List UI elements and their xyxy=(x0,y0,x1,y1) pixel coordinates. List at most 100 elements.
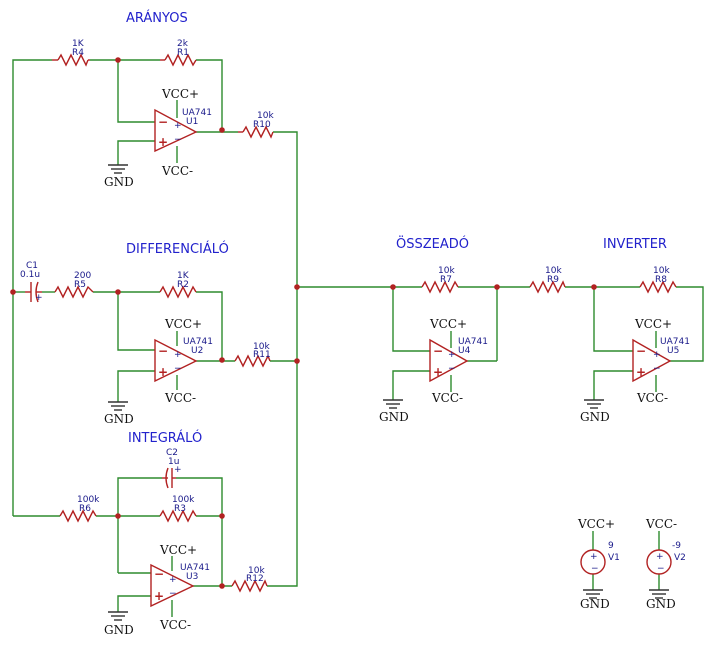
resistor-r12: 10k R12 xyxy=(231,566,268,593)
opamp-supply-minus-sign: − xyxy=(653,364,661,374)
resistor-value: 2k xyxy=(177,39,189,49)
resistor-value: 10k xyxy=(253,342,270,352)
resistor-r6: 100k R6 xyxy=(59,495,100,523)
opamp-u2: − + + − UA741 U2 VCC+ VCC- xyxy=(154,317,213,405)
resistor-r4: 1K R4 xyxy=(52,39,90,67)
source-plus-sign: + xyxy=(656,552,664,562)
junction-dot xyxy=(219,513,225,519)
capacitor-value: 0.1u xyxy=(20,270,40,280)
resistor-value: 200 xyxy=(74,271,91,281)
opamp-supply-minus-sign: − xyxy=(174,364,182,374)
resistor-r10: 10k R10 xyxy=(238,111,274,139)
opamp-model: UA741 xyxy=(182,108,212,118)
resistor-value: 10k xyxy=(257,111,274,121)
resistor-ref: R6 xyxy=(79,504,91,514)
capacitor-c2: + C2 1u xyxy=(162,448,182,489)
capacitor-ref: C2 xyxy=(166,448,178,458)
vcc-minus-label: VCC- xyxy=(636,391,668,405)
resistor-ref: R2 xyxy=(177,280,189,290)
opamp-ref: U2 xyxy=(191,346,203,356)
opamp-supply-minus-sign: − xyxy=(448,364,456,374)
resistor-value: 1K xyxy=(177,271,190,281)
noninverting-input-sign: + xyxy=(154,589,164,603)
resistor-ref: R3 xyxy=(174,504,186,514)
opamp-ref: U3 xyxy=(186,572,198,582)
resistor-ref: R5 xyxy=(74,280,86,290)
vcc-minus-label: VCC- xyxy=(431,391,463,405)
vcc-minus-label: VCC- xyxy=(161,164,193,178)
vcc-minus-label: VCC- xyxy=(159,618,191,632)
vcc-plus-label: VCC+ xyxy=(161,87,199,101)
ground-symbol-u3: GND xyxy=(104,611,134,637)
resistor-ref: R10 xyxy=(253,120,271,130)
gnd-label: GND xyxy=(104,412,134,426)
source-value: -9 xyxy=(672,541,681,551)
section-title-aranyos: ARÁNYOS xyxy=(126,10,188,26)
resistor-value: 100k xyxy=(172,495,195,505)
opamp-ref: U5 xyxy=(667,346,679,356)
opamp-supply-plus-sign: + xyxy=(448,350,456,360)
resistor-r3: 100k R3 xyxy=(159,495,197,523)
source-minus-sign: − xyxy=(657,564,665,574)
junction-dot xyxy=(115,513,121,519)
inverting-input-sign: − xyxy=(154,567,164,581)
source-ref: V2 xyxy=(674,553,686,563)
noninverting-input-sign: + xyxy=(433,365,443,379)
gnd-label: GND xyxy=(104,623,134,637)
inverting-input-sign: − xyxy=(636,344,646,358)
gnd-label: GND xyxy=(580,410,610,424)
resistor-value: 10k xyxy=(248,566,265,576)
opamp-supply-plus-sign: + xyxy=(169,575,177,585)
resistor-r1: 2k R1 xyxy=(160,39,197,67)
junction-dot xyxy=(115,57,121,63)
junction-dot xyxy=(294,358,300,364)
opamp-model: UA741 xyxy=(458,337,488,347)
ground-symbol-u1: GND xyxy=(104,164,134,189)
opamp-u4: − + + − UA741 U4 VCC+ VCC- xyxy=(429,317,488,405)
gnd-label: GND xyxy=(379,410,409,424)
opamp-u5: − + + − UA741 U5 VCC+ VCC- xyxy=(632,317,690,405)
resistor-value: 1K xyxy=(72,39,85,49)
resistor-r11: 10k R11 xyxy=(234,342,271,368)
capacitor-plus-sign: + xyxy=(174,465,182,475)
opamp-supply-plus-sign: + xyxy=(174,121,182,131)
junction-dot xyxy=(115,289,121,295)
vcc-plus-label: VCC+ xyxy=(429,317,467,331)
vcc-plus-label: VCC+ xyxy=(159,543,197,557)
opamp-u1: − + + − UA741 U1 VCC+ VCC- xyxy=(154,87,212,178)
opamp-model: UA741 xyxy=(180,563,210,573)
opamp-ref: U1 xyxy=(186,117,198,127)
junction-dot xyxy=(591,284,597,290)
resistor-r5: 200 R5 xyxy=(54,271,94,299)
opamp-model: UA741 xyxy=(183,337,213,347)
junction-dot xyxy=(219,127,225,133)
section-title-differencialo: DIFFERENCIÁLÓ xyxy=(126,241,229,257)
resistor-ref: R7 xyxy=(440,275,452,285)
capacitor-plus-sign: + xyxy=(35,293,43,303)
noninverting-input-sign: + xyxy=(158,365,168,379)
source-value: 9 xyxy=(608,541,614,551)
capacitor-ref: C1 xyxy=(26,261,38,271)
resistor-r9: 10k R9 xyxy=(529,266,566,294)
ground-symbol-u4: GND xyxy=(379,399,409,424)
resistor-ref: R4 xyxy=(72,48,84,58)
noninverting-input-sign: + xyxy=(636,365,646,379)
opamp-u3: − + + − UA741 U3 VCC+ VCC- xyxy=(150,543,210,632)
resistor-value: 10k xyxy=(653,266,670,276)
resistor-r7: 10k R7 xyxy=(421,266,459,294)
opamp-supply-minus-sign: − xyxy=(169,589,177,599)
source-net-label: VCC+ xyxy=(577,517,615,531)
source-minus-sign: − xyxy=(591,564,599,574)
resistor-r2: 1K R2 xyxy=(159,271,197,299)
section-title-inverter: INVERTER xyxy=(603,237,667,252)
junction-dot xyxy=(219,583,225,589)
vcc-minus-label: VCC- xyxy=(164,391,196,405)
resistor-value: 10k xyxy=(545,266,562,276)
gnd-label: GND xyxy=(646,597,676,611)
capacitor-value: 1u xyxy=(168,457,179,467)
source-ref: V1 xyxy=(608,553,620,563)
gnd-label: GND xyxy=(580,597,610,611)
opamp-supply-plus-sign: + xyxy=(174,350,182,360)
inverting-input-sign: − xyxy=(158,344,168,358)
